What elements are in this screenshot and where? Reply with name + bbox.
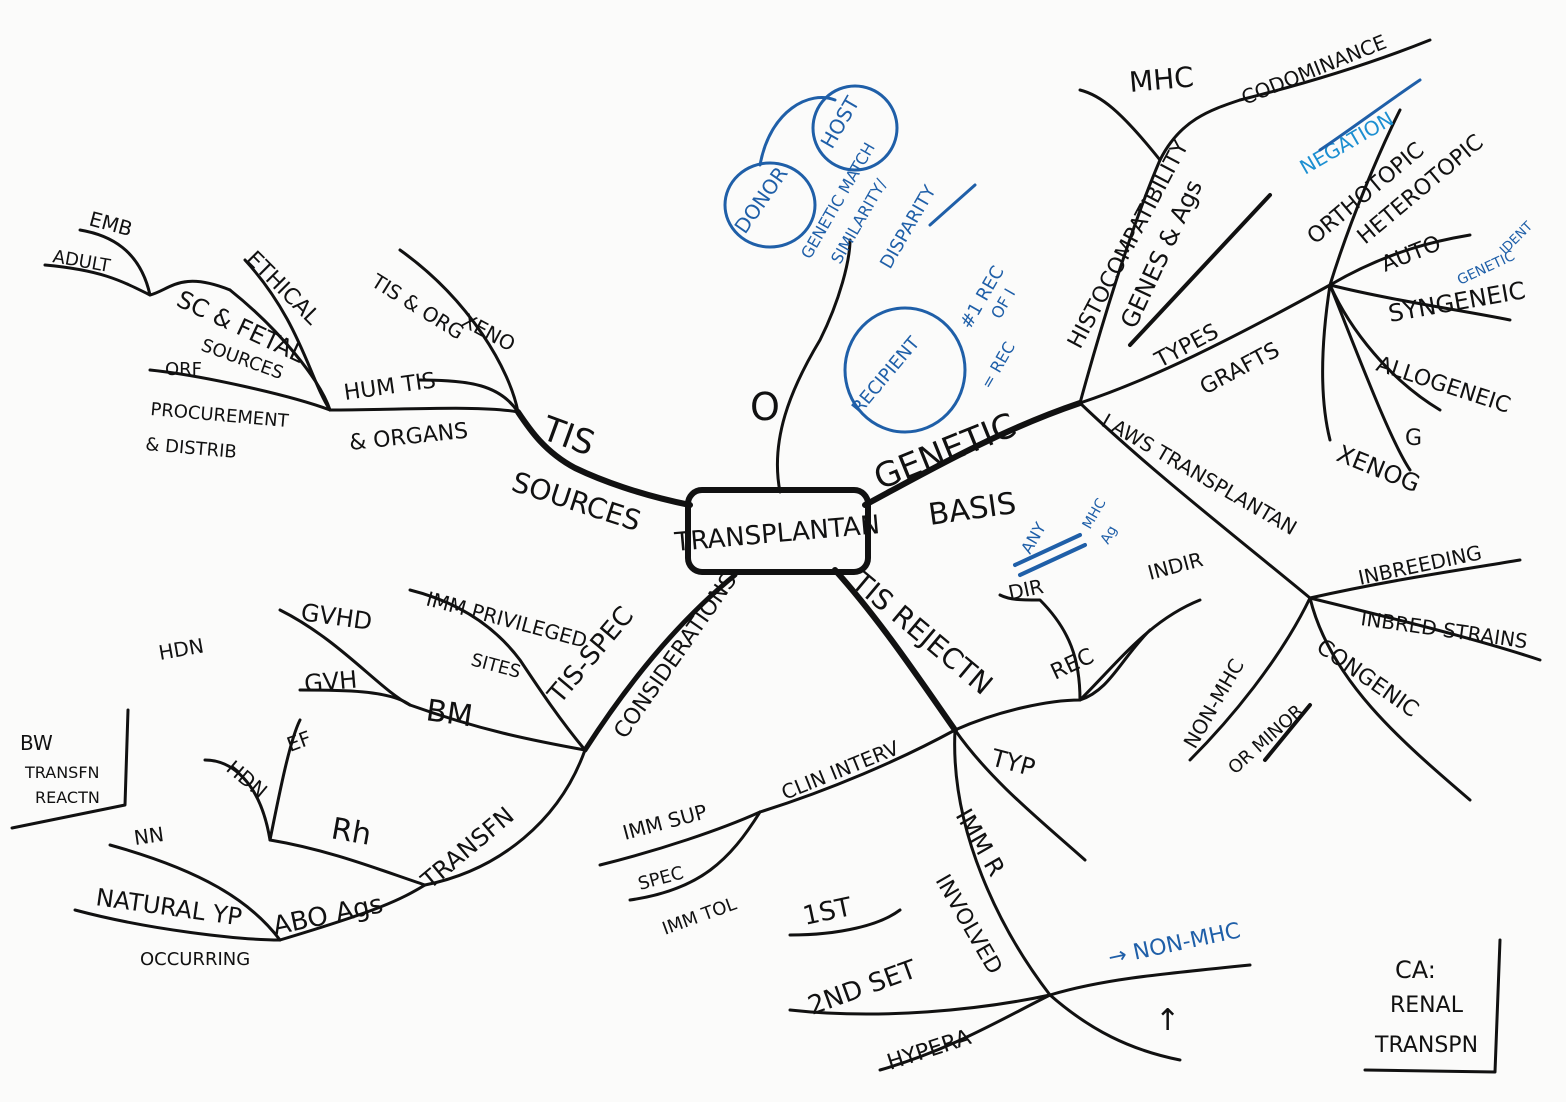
- or-minor-label: OR MINOR: [1224, 701, 1307, 779]
- emb-label: EMB: [87, 207, 135, 241]
- considerations-label: CONSIDERATIONS: [609, 569, 742, 744]
- arrow-up-label: ↑: [1155, 1003, 1180, 1038]
- center-node: TRANSPLANTAN: [673, 487, 882, 575]
- occurring-label: OCCURRING: [140, 949, 250, 970]
- xeno-label: XENO: [458, 308, 520, 356]
- genetic-ident-label-2: IDENT: [1497, 219, 1536, 258]
- center-label: TRANSPLANTAN: [673, 510, 882, 558]
- hum-tis-label: HUM TIS: [342, 368, 437, 406]
- recipient-label: RECIPIENT: [848, 332, 925, 418]
- nn-label: NN: [132, 822, 165, 850]
- adult-label: ADULT: [51, 246, 113, 277]
- sources-label: SOURCES: [508, 465, 645, 538]
- center-box: [685, 487, 871, 575]
- transfn-label: TRANSFN: [415, 801, 519, 895]
- recip-note-3: = REC: [977, 338, 1019, 392]
- non-mhc-blue-label: → NON-MHC: [1106, 918, 1243, 970]
- gvhd-label: GVHD: [299, 598, 374, 636]
- tis-spec-branch: TIS-SPEC CONSIDERATIONS IMM PRIVILEGED S…: [94, 569, 742, 970]
- mhc-node-label: MHC: [1128, 60, 1195, 99]
- genes-ags-underline: [1128, 193, 1272, 347]
- first-set-label: 1ST: [800, 892, 854, 932]
- inbreeding-label: INBREEDING: [1356, 540, 1484, 590]
- any-mhc-underline-1: [1013, 533, 1082, 567]
- auto-label: AUTO: [1378, 231, 1445, 277]
- imm-r-label: IMM R: [950, 804, 1011, 881]
- imm-tol-label: IMM TOL: [660, 894, 740, 940]
- donor-circle: [723, 161, 817, 249]
- host-circle: [811, 84, 899, 172]
- genetic-label: GENETIC: [868, 405, 1021, 498]
- orf-label: ORF: [165, 359, 202, 380]
- branch-lines: [43, 38, 1542, 1072]
- spec-label: SPEC: [636, 863, 686, 895]
- distrib-label: & DISTRIB: [145, 434, 238, 463]
- congenic-label: CONGENIC: [1312, 634, 1423, 722]
- hdn-label: HDN: [222, 755, 272, 803]
- bw-line-3: REACTN: [35, 788, 100, 807]
- disparity-underline: [928, 183, 977, 227]
- tis-sources-branch: TIS SOURCES HUM TIS & ORGANS SC & FETAL …: [51, 207, 645, 538]
- involved-label: INVOLVED: [930, 871, 1007, 979]
- ca-line-3: TRANSPN: [1374, 1033, 1478, 1058]
- clin-interv-label: CLIN INTERV: [778, 736, 903, 805]
- second-set-label: 2ND SET: [804, 955, 921, 1022]
- bw-box-frame: [10, 708, 130, 830]
- abo-label: ABO Ags: [270, 889, 386, 942]
- basis-label: BASIS: [926, 486, 1018, 533]
- procurement-label: PROCUREMENT: [150, 399, 291, 432]
- non-mhc-label: NON-MHC: [1179, 655, 1249, 753]
- codominance-label: CODOMINANCE: [1238, 30, 1390, 110]
- ca-box-note: CA: RENAL TRANSPN: [1363, 938, 1502, 1074]
- bw-box-note: BW TRANSFN REACTN: [10, 708, 130, 830]
- g-label: G: [1405, 426, 1422, 451]
- or-minor-underline: [1263, 703, 1312, 762]
- donor-host-arrow: [758, 96, 837, 167]
- hdn-side-label: HDN: [157, 633, 206, 665]
- bw-line-1: BW: [20, 731, 53, 755]
- any-mhc-underline-2: [1018, 543, 1087, 577]
- gvh-label: GVH: [303, 665, 358, 698]
- inbred-label: INBRED STRAINS: [1359, 606, 1529, 653]
- circle-o-mark: O: [750, 385, 780, 429]
- types-label: TYPES: [1150, 319, 1223, 373]
- xeno-tis-org-label: TIS & ORG: [367, 268, 469, 344]
- allogeneic-label: ALLOGENEIC: [1373, 352, 1513, 419]
- ca-box-frame: [1363, 938, 1502, 1074]
- negation-underline: [1318, 78, 1422, 152]
- laws-label: LAWS TRANSPLANTAN: [1098, 409, 1302, 540]
- rh-label: Rh: [329, 811, 374, 852]
- indir-label: INDIR: [1145, 547, 1205, 585]
- organs-label: & ORGANS: [348, 419, 469, 456]
- disparity-label: DISPARITY: [876, 181, 941, 272]
- bw-line-2: TRANSFN: [24, 763, 99, 782]
- recipient-circle: [843, 306, 967, 434]
- ca-line-1: CA:: [1395, 956, 1436, 984]
- hyperacute-label: HYPERA: [884, 1025, 974, 1076]
- bm-label: BM: [424, 693, 475, 734]
- ca-line-2: RENAL: [1390, 993, 1464, 1018]
- ag-label: Ag: [1098, 523, 1121, 547]
- rec-label: REC: [1047, 644, 1098, 685]
- tis-label: TIS: [536, 409, 600, 465]
